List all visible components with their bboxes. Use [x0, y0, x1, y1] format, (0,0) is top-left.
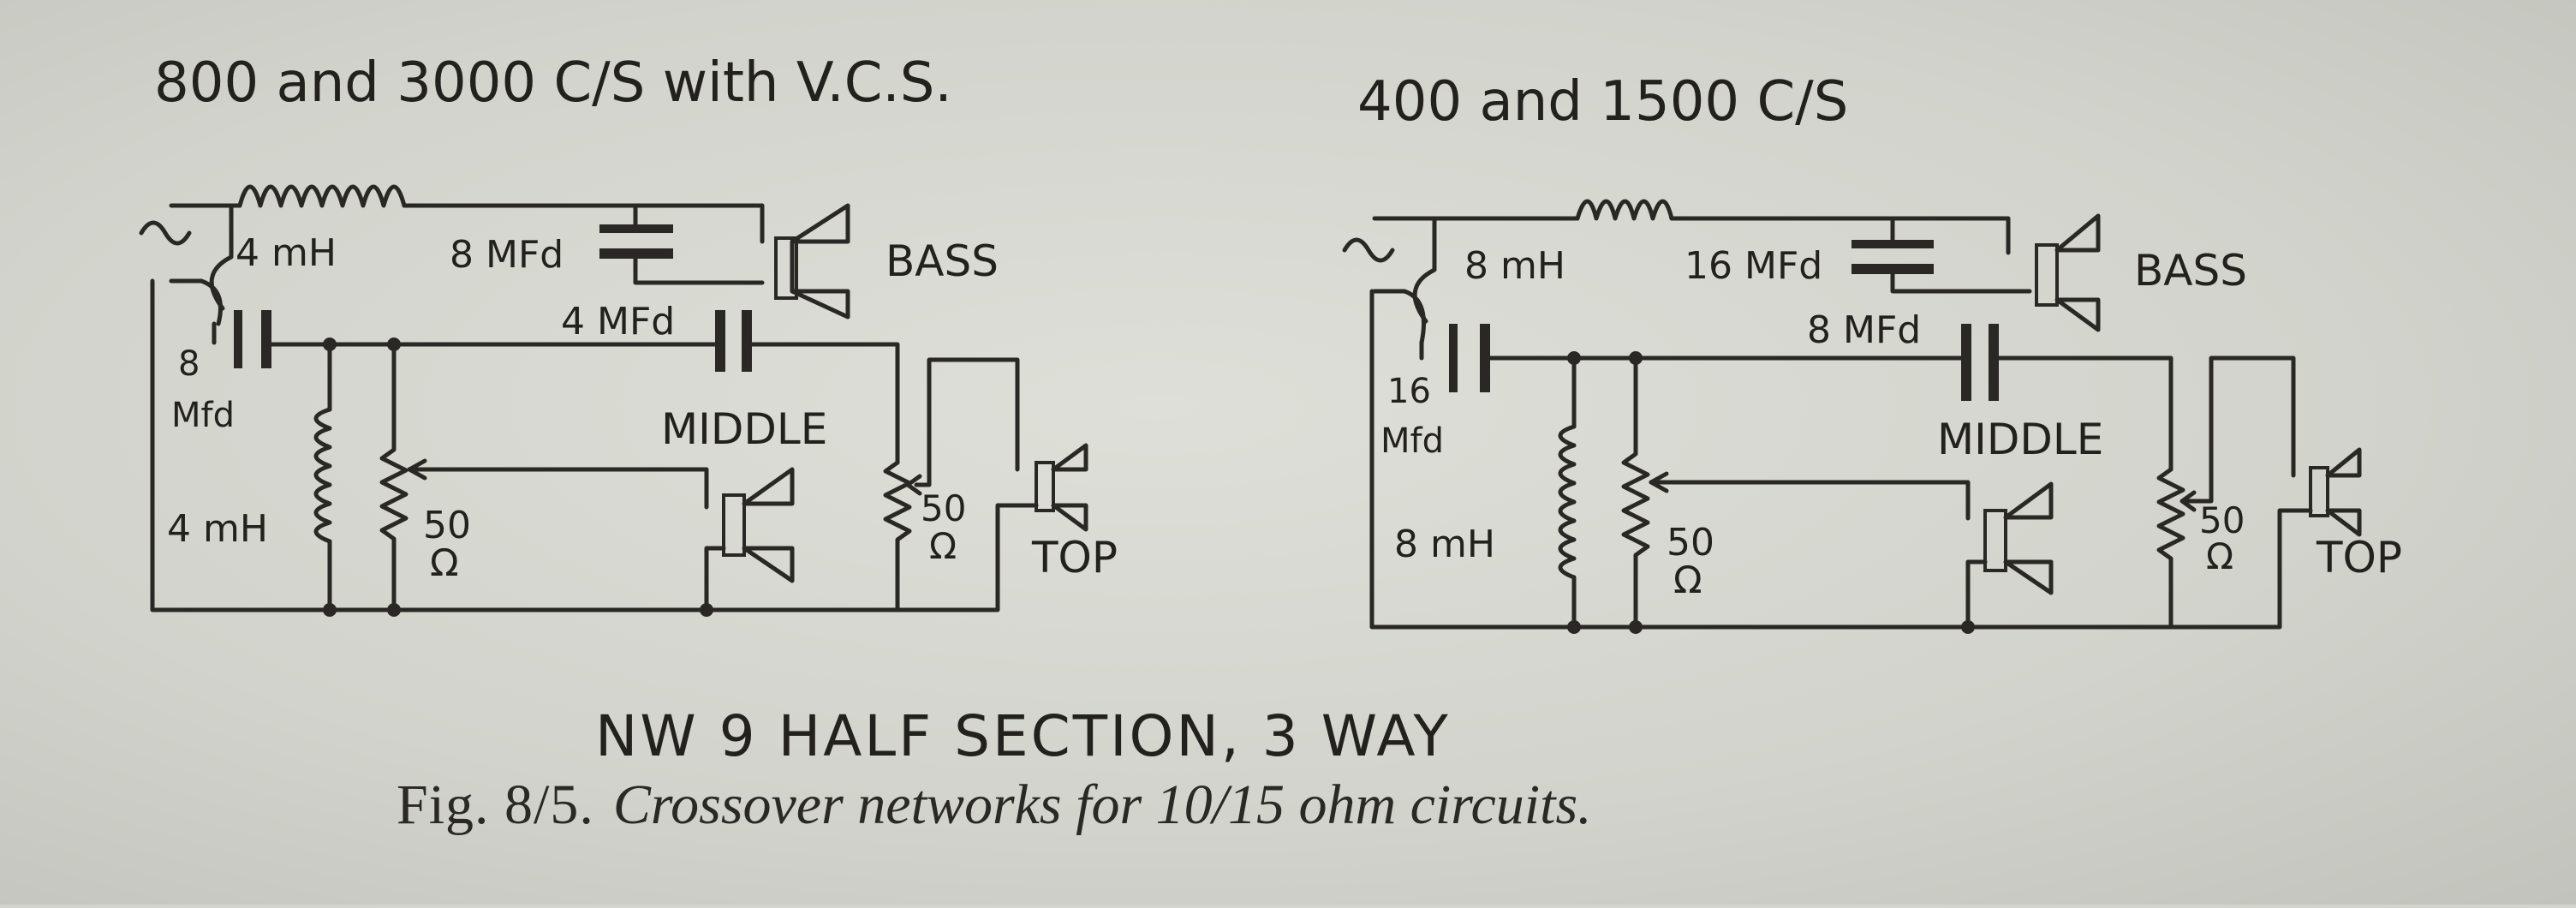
inductor-icon [313, 407, 332, 544]
right-cap-shunt-value: 16 [1387, 372, 1431, 411]
right-pot-unit: Ω [1673, 559, 1702, 602]
left-bass-label: BASS [886, 236, 999, 286]
potentiometer-icon [379, 342, 408, 612]
capacitor-icon [234, 310, 242, 368]
diagram-subtitle: NW 9 HALF SECTION, 3 WAY [595, 703, 1451, 769]
potentiometer-icon [2156, 467, 2185, 630]
capacitor-icon [1961, 324, 1971, 401]
left-pot-unit: Ω [430, 541, 459, 585]
left-cap-shunt-value: 8 [178, 344, 200, 384]
wiper-wire [407, 467, 709, 510]
left-circuit-title: 800 and 3000 C/S with V.C.S. [154, 51, 952, 115]
top-wire-right [402, 203, 765, 244]
loudspeaker-icon [2003, 481, 2054, 595]
loudspeaker-icon [2325, 447, 2362, 537]
left-cap-mid-label: 4 MFd [561, 300, 675, 343]
right-pot-value: 50 [1667, 521, 1714, 565]
left-cap-series-label: 8 MFd [450, 233, 564, 277]
left-circuit: 800 and 3000 C/S with V.C.S. BASS 4 mH 8… [139, 51, 1118, 617]
right-pot-top-unit: Ω [2206, 535, 2233, 577]
left-cap-shunt-unit: Mfd [171, 396, 235, 435]
right-top-label: TOP [2316, 533, 2402, 582]
figure-caption: Fig. 8/5. Crossover networks for 10/15 oh… [397, 773, 1592, 838]
ac-source-icon [1342, 237, 1395, 263]
right-circuit-title: 400 and 1500 C/S [1357, 70, 1848, 134]
left-pot-top-value: 50 [921, 487, 966, 529]
right-inductor-shunt-label: 8 mH [1394, 523, 1495, 566]
wiper-wire [1649, 480, 1971, 521]
crossover-wire [1412, 216, 1437, 324]
right-pot-top-value: 50 [2199, 499, 2245, 541]
capacitor-icon [1449, 324, 1458, 392]
loudspeaker-icon [742, 467, 795, 583]
right-circuit: 400 and 1500 C/S BASS 8 mH 16 MFd 8 MFd … [1342, 70, 2402, 634]
right-cap-shunt-unit: Mfd [1380, 421, 1444, 461]
right-cap-mid-label: 8 MFd [1807, 308, 1921, 352]
figure-number: Fig. 8/5. [397, 774, 594, 836]
left-pot-top-unit: Ω [929, 525, 957, 567]
capacitor-icon [599, 224, 673, 233]
left-inductor-series-label: 4 mH [236, 231, 337, 275]
right-cap-series-label: 16 MFd [1685, 244, 1822, 288]
potentiometer-icon [1621, 355, 1650, 630]
right-bass-label: BASS [2134, 246, 2247, 296]
figure-description: Crossover networks for 10/15 ohm circuit… [612, 774, 1592, 836]
right-inductor-series-label: 8 mH [1464, 244, 1565, 288]
right-middle-label: MIDDLE [1937, 415, 2103, 464]
ac-source-icon [139, 220, 192, 246]
left-pot-value: 50 [423, 504, 471, 547]
inductor-icon [1558, 424, 1577, 580]
loudspeaker-icon [2054, 213, 2101, 332]
capacitor-icon [715, 310, 725, 372]
inductor-icon [237, 184, 407, 208]
left-top-label: TOP [1031, 533, 1118, 582]
inductor-icon [1575, 199, 1674, 221]
potentiometer-icon [883, 460, 912, 612]
loudspeaker-icon [1051, 443, 1088, 532]
left-inductor-shunt-label: 4 mH [167, 507, 268, 551]
left-middle-label: MIDDLE [661, 404, 827, 454]
capacitor-icon [1852, 240, 1934, 248]
loudspeaker-icon [790, 203, 850, 320]
